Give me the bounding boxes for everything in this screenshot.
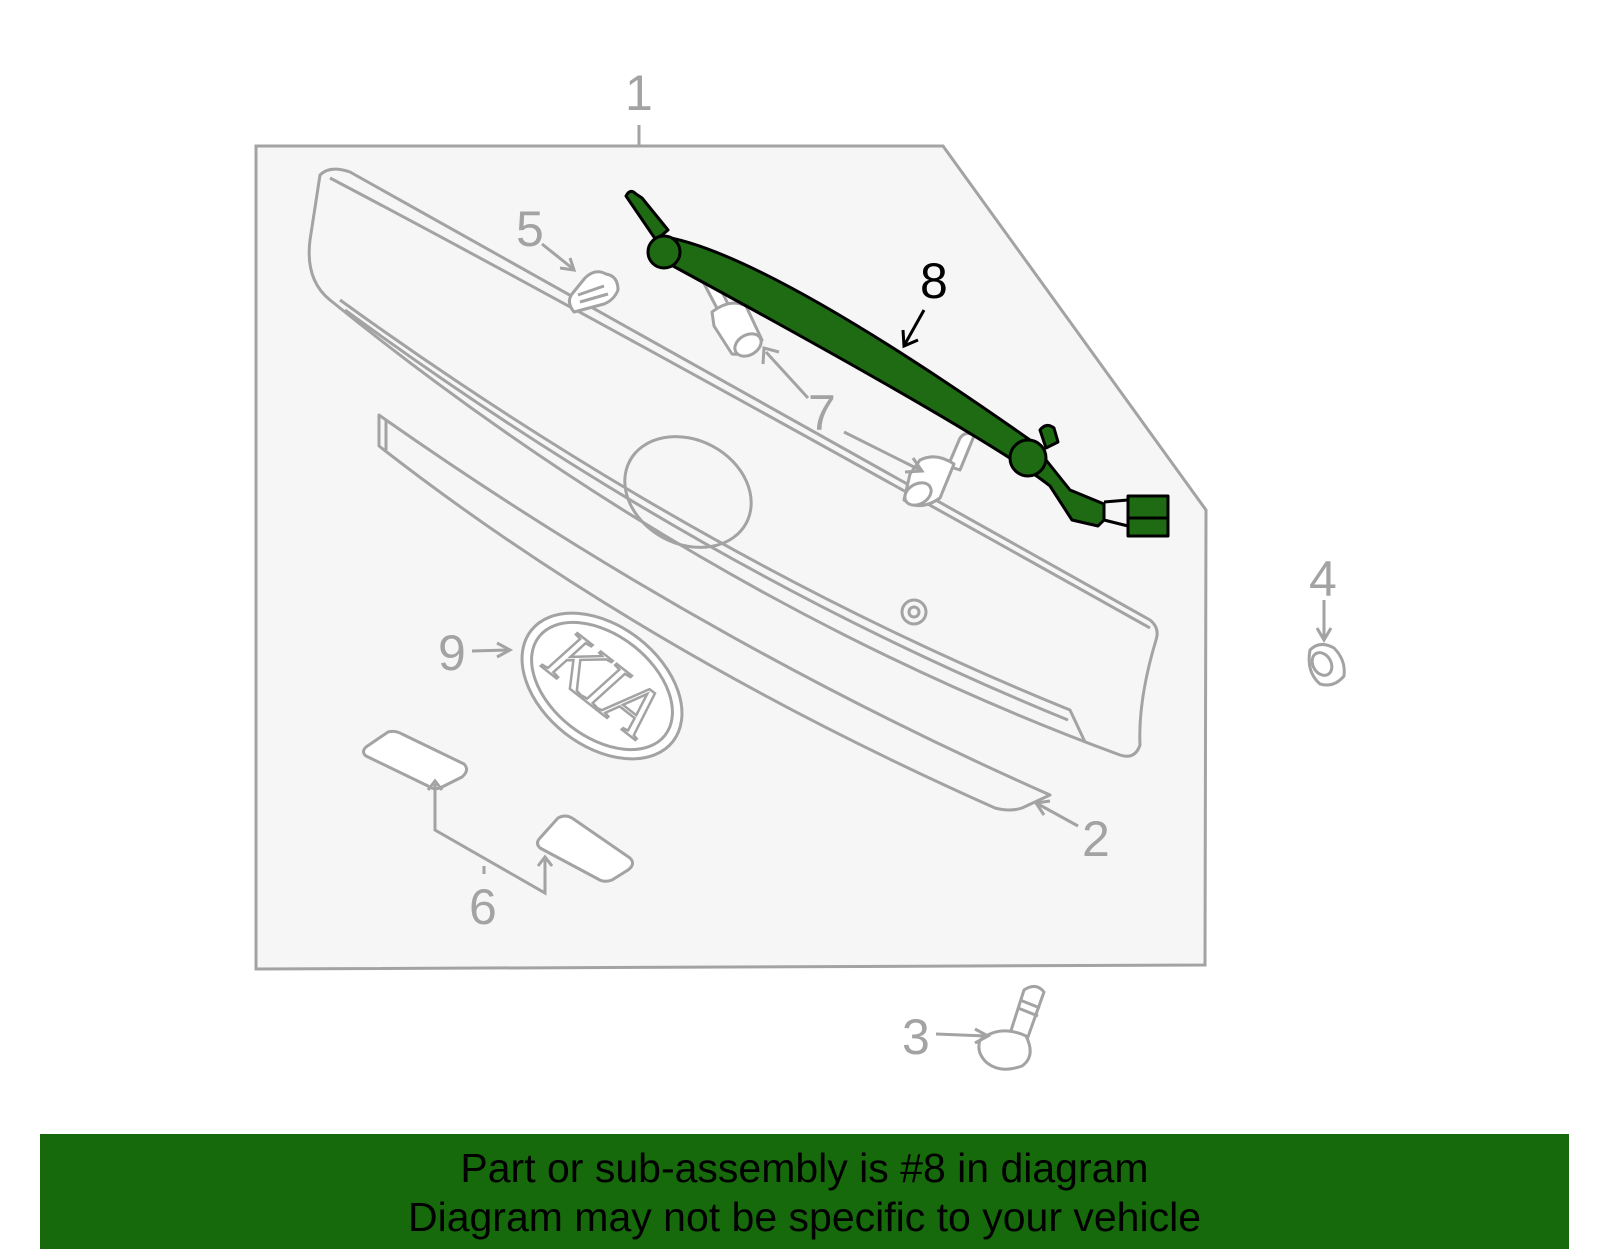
callout-2: 2 — [1082, 811, 1110, 867]
callout-8-leader — [901, 309, 926, 349]
pad-part-upper[interactable] — [362, 729, 469, 791]
callout-5: 5 — [516, 201, 544, 257]
callout-5-leader — [541, 242, 577, 272]
callout-4-leader — [1315, 600, 1333, 643]
garnish-panel-part[interactable] — [307, 167, 1159, 758]
callout-1: 1 — [625, 65, 653, 121]
wiring-harness-part[interactable] — [624, 189, 1170, 538]
callout-9-leader — [471, 641, 514, 659]
clip-part[interactable] — [567, 270, 620, 314]
banner-line-2: Diagram may not be specific to your vehi… — [407, 1194, 1201, 1240]
callout-6: 6 — [469, 879, 497, 935]
banner-line-1: Part or sub-assembly is #8 in diagram — [460, 1145, 1149, 1191]
info-banner: Part or sub-assembly is #8 in diagram Di… — [40, 1134, 1569, 1249]
bolt-part[interactable] — [977, 985, 1046, 1071]
callout-9: 9 — [438, 625, 466, 681]
callout-7: 7 — [808, 385, 836, 441]
callout-8: 8 — [920, 253, 948, 309]
callout-6-leader — [426, 778, 554, 896]
callout-2-leader — [1033, 799, 1079, 828]
callout-7-leader — [761, 346, 925, 474]
callout-4: 4 — [1309, 551, 1337, 607]
pad-part-lower[interactable] — [536, 814, 635, 883]
callout-3-leader — [935, 1027, 992, 1045]
nut-part[interactable] — [1307, 643, 1346, 687]
molding-strip-part[interactable] — [377, 413, 1052, 812]
callout-3: 3 — [902, 1009, 930, 1065]
